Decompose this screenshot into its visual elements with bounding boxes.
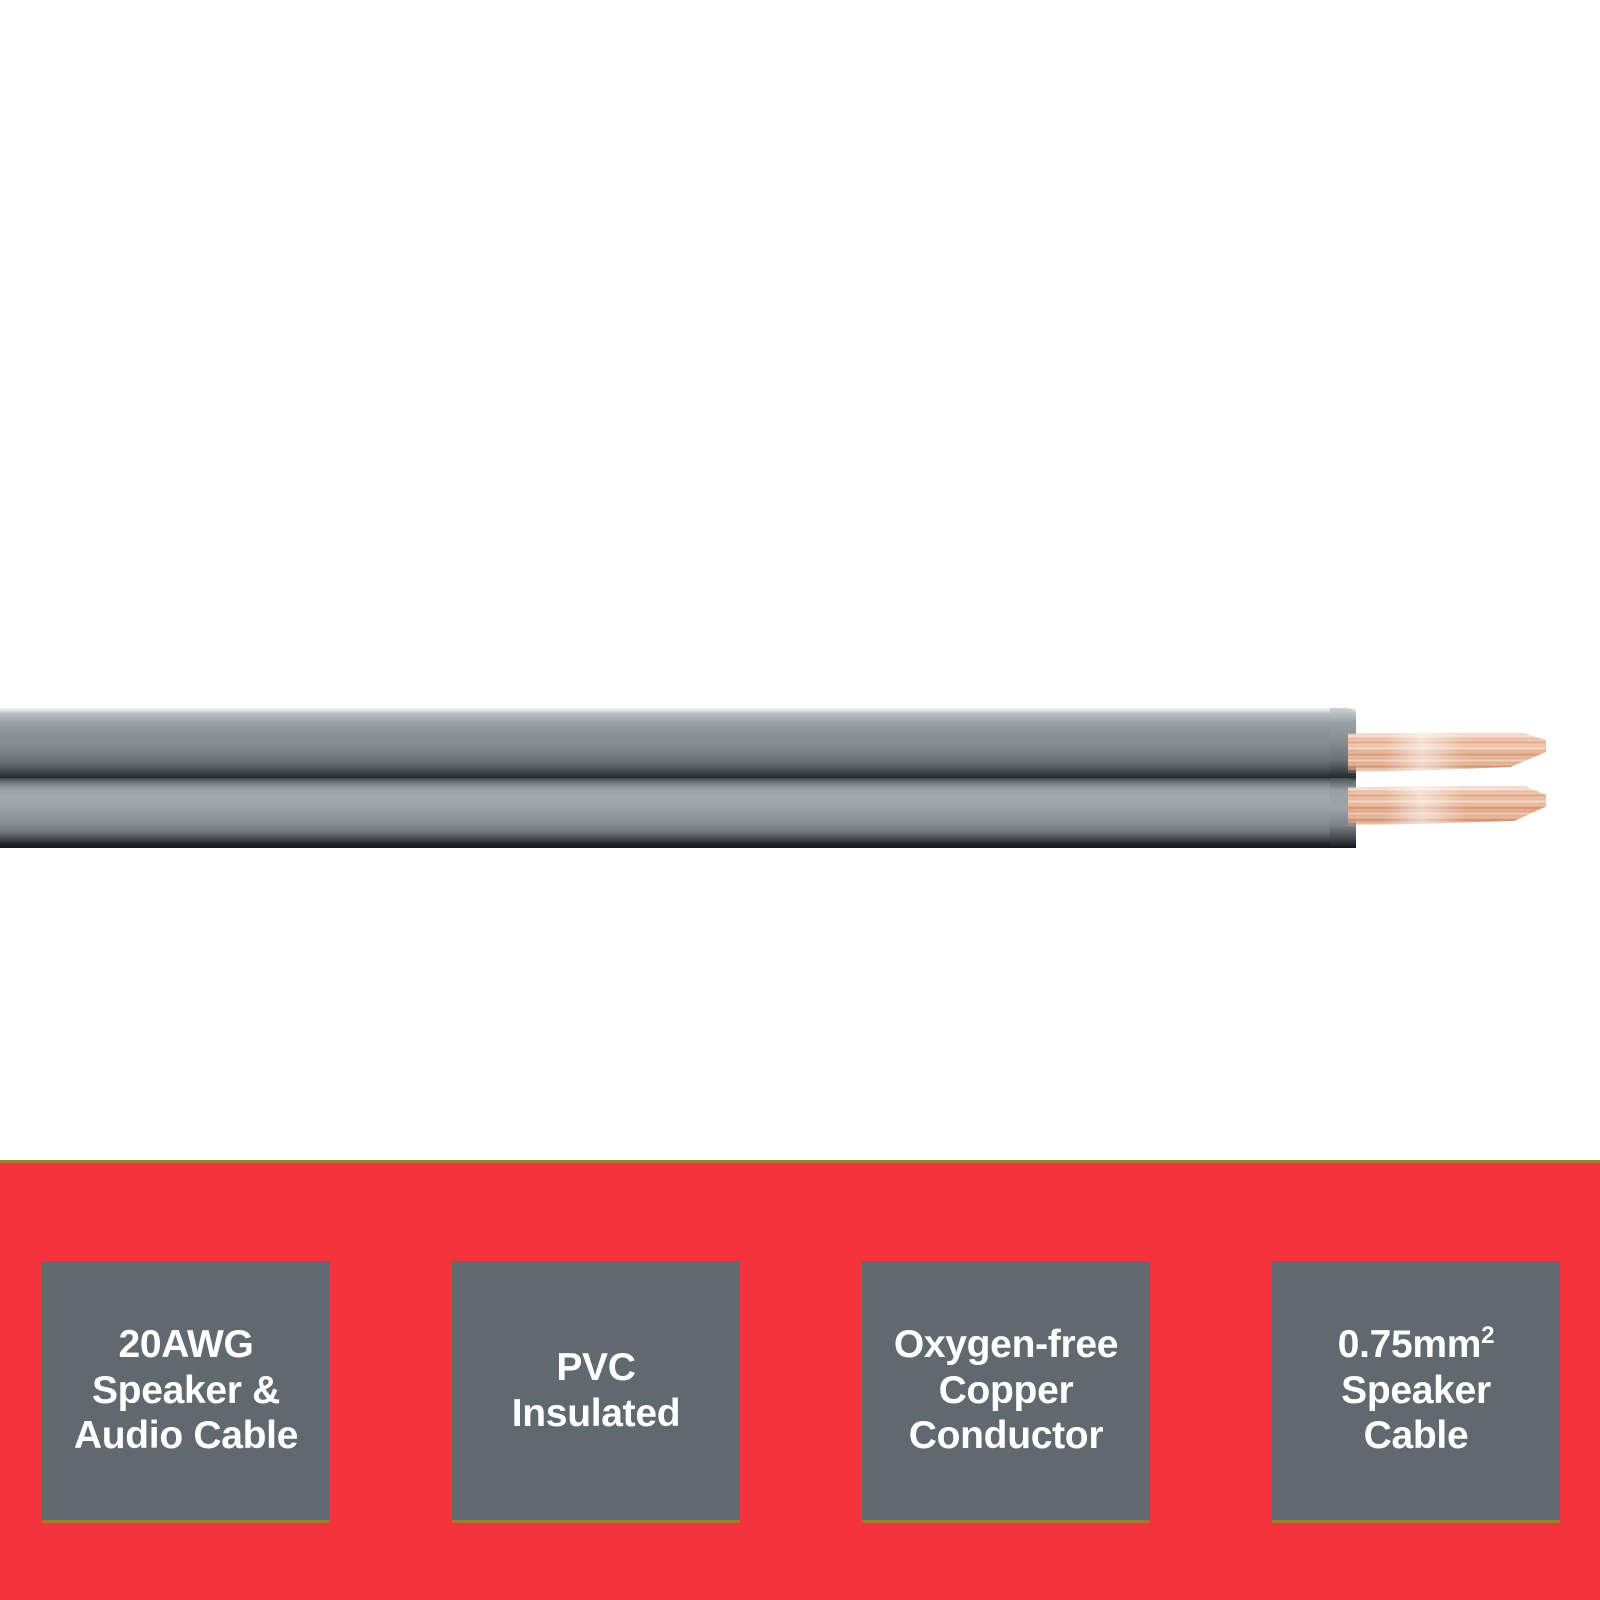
cross-section-value: 0.75mm — [1337, 1323, 1482, 1367]
cable-upper-conductor-jacket — [0, 708, 1356, 778]
cable-lower-conductor-jacket — [0, 778, 1356, 848]
feature-card-conductor-label: Oxygen-free Copper Conductor — [893, 1323, 1119, 1458]
copper-highlight-lower — [1383, 784, 1467, 826]
cross-section-superscript: 2 — [1481, 1322, 1495, 1350]
feature-card-cross-section-label: 0.75mm2 Speaker Cable — [1338, 1322, 1495, 1459]
feature-card-gauge: 20AWG Speaker & Audio Cable — [42, 1261, 330, 1523]
copper-strand-bundle-upper — [1348, 731, 1546, 773]
cable-product-photo — [0, 708, 1546, 848]
feature-card-insulation: PVC Insulated — [452, 1261, 740, 1523]
feature-banner: 20AWG Speaker & Audio Cable PVC Insulate… — [0, 1160, 1600, 1600]
feature-card-gauge-label: 20AWG Speaker & Audio Cable — [73, 1323, 299, 1458]
copper-highlight-upper — [1383, 731, 1467, 773]
feature-card-cross-section: 0.75mm2 Speaker Cable — [1272, 1261, 1560, 1523]
feature-card-row: 20AWG Speaker & Audio Cable PVC Insulate… — [42, 1261, 1560, 1523]
copper-strand-bundle-lower — [1348, 784, 1546, 826]
feature-card-insulation-label: PVC Insulated — [511, 1345, 681, 1435]
cross-section-suffix: Speaker Cable — [1341, 1368, 1491, 1458]
feature-card-conductor: Oxygen-free Copper Conductor — [862, 1261, 1150, 1523]
